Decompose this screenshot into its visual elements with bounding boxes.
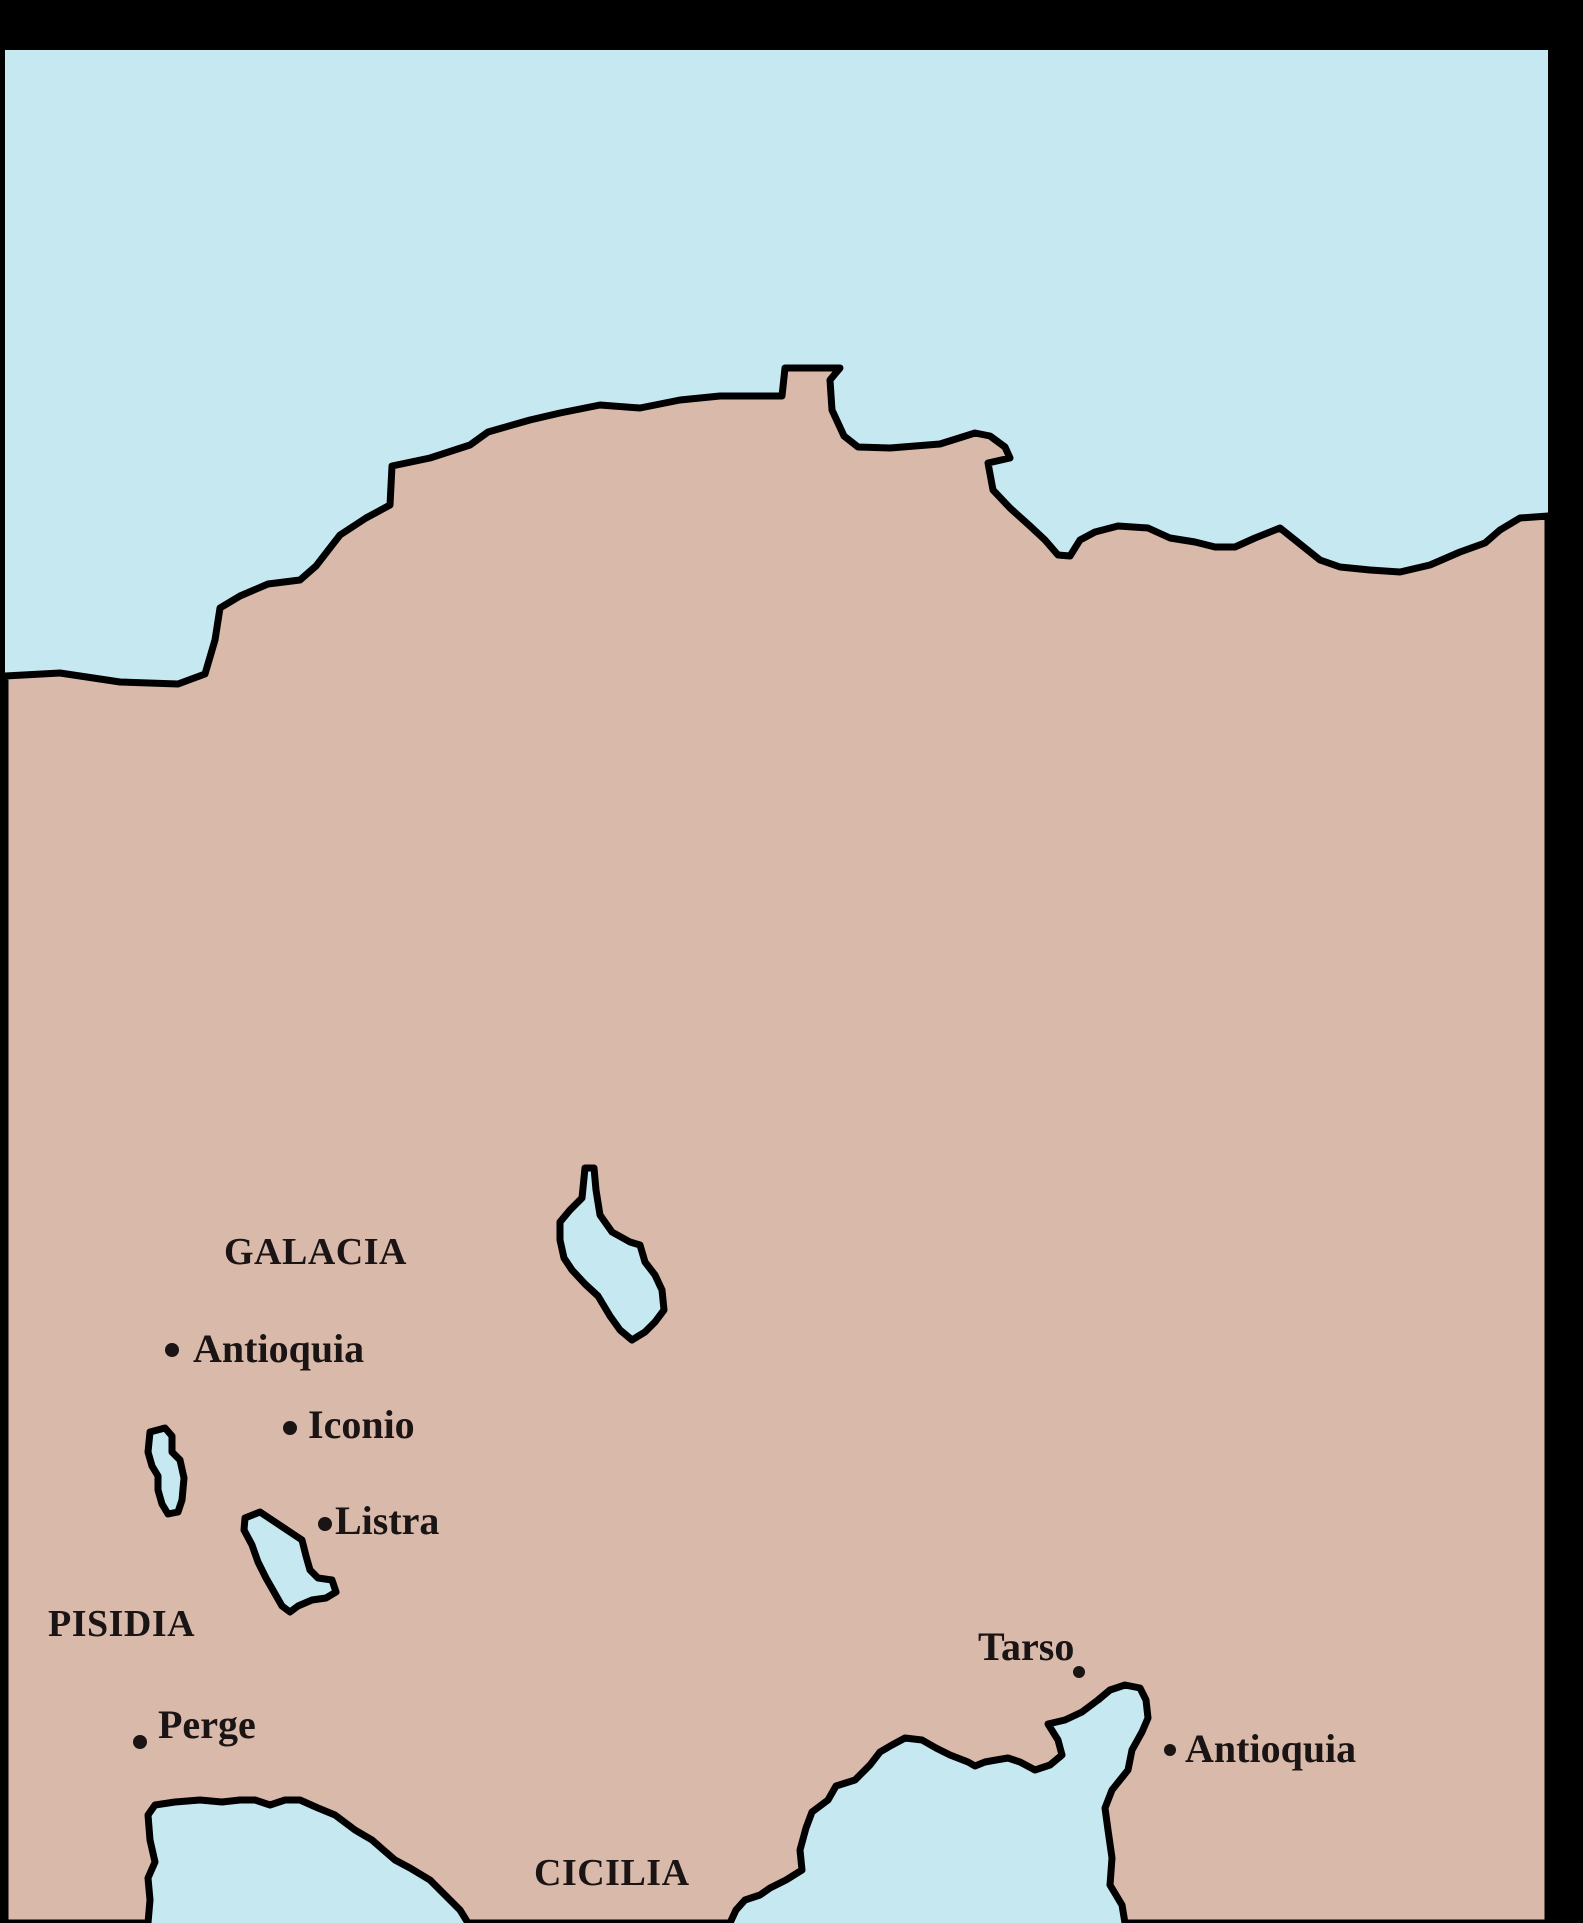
region-label-cicilia: CICILIA xyxy=(534,1852,690,1894)
city-label-perge: Perge xyxy=(158,1702,256,1747)
lake-central xyxy=(556,1164,668,1344)
lake-west xyxy=(144,1424,188,1518)
city-marker-iconio xyxy=(283,1421,297,1435)
city-label-antioquia-siria: Antioquia xyxy=(1185,1726,1356,1771)
city-marker-perge xyxy=(133,1735,147,1749)
city-marker-antioquia-siria xyxy=(1164,1744,1176,1756)
region-label-galacia: GALACIA xyxy=(224,1231,407,1273)
city-label-tarso: Tarso xyxy=(978,1624,1074,1669)
city-label-listra: Listra xyxy=(335,1498,439,1543)
land-mass xyxy=(1,364,1552,1923)
city-marker-antioquia-pisidia xyxy=(165,1343,179,1357)
city-label-antioquia-pisidia: Antioquia xyxy=(193,1326,364,1371)
city-label-iconio: Iconio xyxy=(308,1402,415,1447)
lake-listra xyxy=(240,1508,340,1616)
city-marker-tarso xyxy=(1073,1666,1085,1678)
region-label-pisidia: PISIDIA xyxy=(48,1603,195,1645)
city-marker-listra xyxy=(318,1517,332,1531)
